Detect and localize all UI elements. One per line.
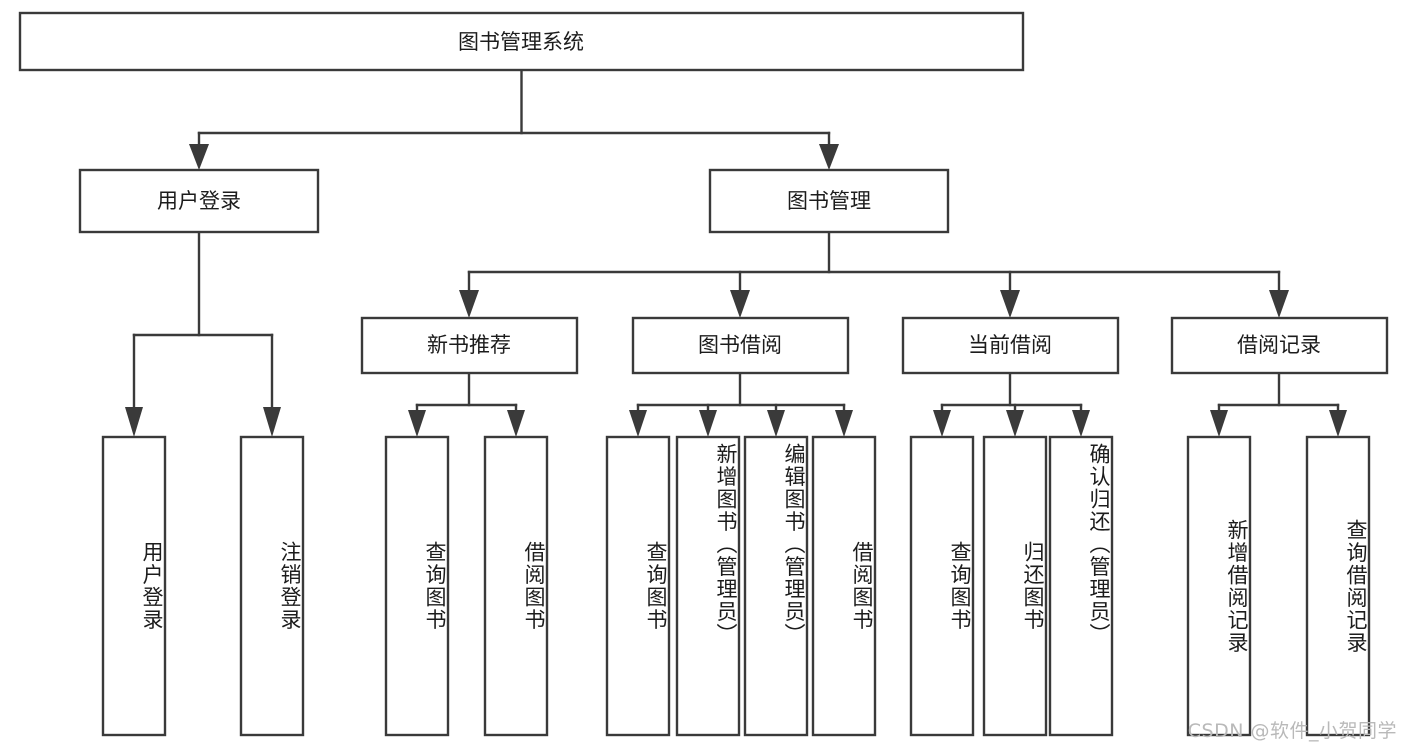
node-leaf-borrow-book-1[interactable] bbox=[483, 435, 549, 737]
arrow-head-icon bbox=[699, 410, 717, 437]
arrow-head-icon bbox=[408, 410, 426, 437]
node-borrow-record[interactable] bbox=[1170, 316, 1389, 375]
arrow-head-icon bbox=[767, 410, 785, 437]
arrow-head-icon bbox=[507, 410, 525, 437]
arrow-head-icon bbox=[835, 410, 853, 437]
label-leaf-add-record: 新增借阅记录 bbox=[1225, 518, 1249, 654]
vlabel-leaf-confirm-return: 确认归还（管理员） bbox=[1050, 443, 1112, 735]
label-borrow-record: 借阅记录 bbox=[1237, 333, 1321, 357]
node-leaf-query-book-3[interactable] bbox=[909, 435, 975, 737]
node-current-borrow[interactable] bbox=[901, 316, 1120, 375]
vlabel-leaf-add-record: 新增借阅记录 bbox=[1188, 437, 1250, 735]
vlabel-leaf-borrow-book-1: 借阅图书 bbox=[485, 437, 547, 735]
node-book-borrow[interactable] bbox=[631, 316, 850, 375]
vlabel-leaf-add-book: 新增图书（管理员） bbox=[677, 443, 739, 735]
label-leaf-query-book-2: 查询图书 bbox=[644, 541, 668, 631]
label-leaf-add-book: 新增图书（管理员） bbox=[714, 443, 738, 646]
label-root: 图书管理系统 bbox=[458, 30, 584, 54]
label-book-borrow: 图书借阅 bbox=[698, 333, 782, 357]
node-layer bbox=[18, 11, 1389, 737]
label-leaf-logout: 注销登录 bbox=[278, 541, 302, 631]
node-user-login[interactable] bbox=[78, 168, 320, 234]
arrow-head-icon bbox=[263, 407, 281, 437]
arrow-head-icon bbox=[1210, 410, 1228, 437]
node-leaf-add-book[interactable] bbox=[675, 435, 741, 737]
label-leaf-query-book-1: 查询图书 bbox=[423, 541, 447, 631]
node-root[interactable] bbox=[18, 11, 1025, 72]
node-leaf-borrow-book-2[interactable] bbox=[811, 435, 877, 737]
vlabel-leaf-query-record: 查询借阅记录 bbox=[1307, 437, 1369, 735]
label-new-book-rec: 新书推荐 bbox=[427, 333, 511, 357]
vlabel-leaf-query-book-2: 查询图书 bbox=[607, 437, 669, 735]
arrow-head-icon bbox=[1269, 290, 1289, 318]
node-leaf-logout[interactable] bbox=[239, 435, 305, 737]
node-leaf-confirm-return[interactable] bbox=[1048, 435, 1114, 737]
node-leaf-add-record[interactable] bbox=[1186, 435, 1252, 737]
label-leaf-borrow-book-1: 借阅图书 bbox=[522, 541, 546, 631]
label-leaf-user-login: 用户登录 bbox=[140, 541, 164, 631]
arrow-head-icon bbox=[459, 290, 479, 318]
vlabel-leaf-edit-book: 编辑图书（管理员） bbox=[745, 443, 807, 735]
arrow-head-icon bbox=[125, 407, 143, 437]
arrow-head-icon bbox=[1000, 290, 1020, 318]
node-new-book-rec[interactable] bbox=[360, 316, 579, 375]
arrow-head-icon bbox=[933, 410, 951, 437]
arrow-head-icon bbox=[730, 290, 750, 318]
node-leaf-query-book-1[interactable] bbox=[384, 435, 450, 737]
connector-layer bbox=[125, 68, 1347, 437]
horizontal-label-layer: 图书管理系统 用户登录 图书管理 新书推荐 图书借阅 当前借阅 借阅记录 bbox=[157, 30, 1321, 357]
node-leaf-query-record[interactable] bbox=[1305, 435, 1371, 737]
label-leaf-confirm-return: 确认归还（管理员） bbox=[1087, 443, 1111, 646]
label-leaf-return-book: 归还图书 bbox=[1021, 541, 1045, 631]
arrow-head-icon bbox=[1329, 410, 1347, 437]
vlabel-leaf-user-login: 用户登录 bbox=[103, 437, 165, 735]
label-user-login: 用户登录 bbox=[157, 189, 241, 213]
node-leaf-user-login[interactable] bbox=[101, 435, 167, 737]
watermark-text: CSDN @软件_小贺同学 bbox=[1187, 720, 1397, 742]
vlabel-leaf-return-book: 归还图书 bbox=[984, 437, 1046, 735]
label-leaf-query-book-3: 查询图书 bbox=[948, 541, 972, 631]
label-leaf-borrow-book-2: 借阅图书 bbox=[850, 541, 874, 631]
label-leaf-query-record: 查询借阅记录 bbox=[1344, 518, 1368, 654]
vlabel-leaf-borrow-book-2: 借阅图书 bbox=[813, 437, 875, 735]
node-leaf-query-book-2[interactable] bbox=[605, 435, 671, 737]
vlabel-leaf-query-book-3: 查询图书 bbox=[911, 437, 973, 735]
arrow-head-icon bbox=[1006, 410, 1024, 437]
arrow-head-icon bbox=[629, 410, 647, 437]
label-leaf-edit-book: 编辑图书（管理员） bbox=[782, 443, 806, 646]
node-leaf-return-book[interactable] bbox=[982, 435, 1048, 737]
arrow-head-icon bbox=[1072, 410, 1090, 437]
node-book-manage[interactable] bbox=[708, 168, 950, 234]
arrow-head-icon bbox=[189, 144, 209, 170]
vlabel-leaf-query-book-1: 查询图书 bbox=[386, 437, 448, 735]
arrow-head-icon bbox=[819, 144, 839, 170]
label-current-borrow: 当前借阅 bbox=[968, 333, 1052, 357]
node-leaf-edit-book[interactable] bbox=[743, 435, 809, 737]
vlabel-leaf-logout: 注销登录 bbox=[241, 437, 303, 735]
label-book-manage: 图书管理 bbox=[787, 189, 871, 213]
